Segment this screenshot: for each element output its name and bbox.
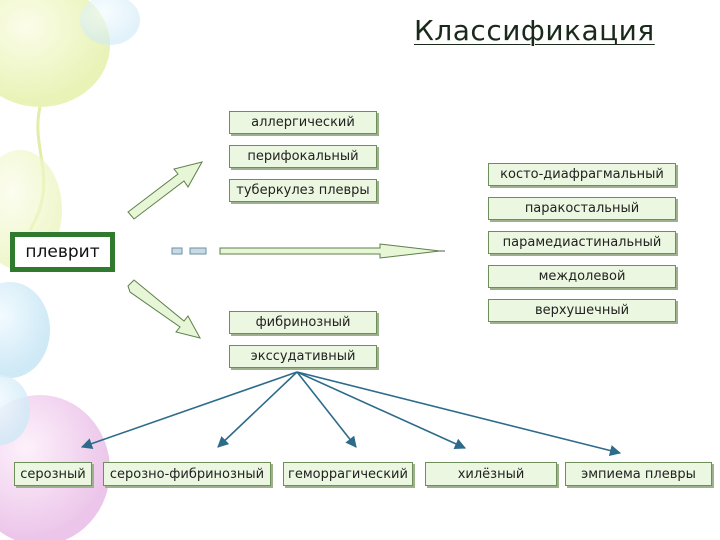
node-exudative: экссудативный <box>229 345 377 368</box>
page-title: Классификация <box>414 14 655 47</box>
dash-segment <box>189 247 207 255</box>
node-serofibrinous: серозно-фибринозный <box>103 462 271 486</box>
fan-arrow <box>296 371 622 456</box>
arrow-to-right-group <box>219 243 441 259</box>
fan-arrow <box>217 371 298 448</box>
node-paramediastinal: парамедиастинальный <box>488 231 676 254</box>
node-fibrinous: фибринозный <box>229 311 377 334</box>
fan-arrow <box>296 371 357 448</box>
node-empyema: эмпиема плевры <box>565 462 712 486</box>
arrow-to-upper-group <box>127 161 204 220</box>
balloon-shape <box>0 375 30 445</box>
node-serous: серозный <box>14 462 92 486</box>
fan-arrow <box>80 371 298 449</box>
node-allergic: аллергический <box>229 111 377 134</box>
exudate-fan <box>80 371 622 456</box>
node-apical: верхушечный <box>488 299 676 322</box>
root-node-frame: плеврит <box>10 232 115 272</box>
balloon-shape <box>80 0 140 45</box>
node-tb-pleura: туберкулез плевры <box>229 179 377 202</box>
root-node: плеврит <box>14 236 111 268</box>
node-interlobar: междолевой <box>488 265 676 288</box>
dash-segment <box>171 247 183 255</box>
node-costodiaphragmatic: косто-диафрагмальный <box>488 163 676 186</box>
node-hemorrhagic: геморрагический <box>283 462 413 486</box>
arrow-to-lower-group <box>127 279 201 339</box>
node-chylous: хилёзный <box>425 462 557 486</box>
balloon-shape <box>0 282 50 378</box>
fan-arrow <box>296 371 467 449</box>
node-paracostal: паракостальный <box>488 197 676 220</box>
node-perifocal: перифокальный <box>229 145 377 168</box>
